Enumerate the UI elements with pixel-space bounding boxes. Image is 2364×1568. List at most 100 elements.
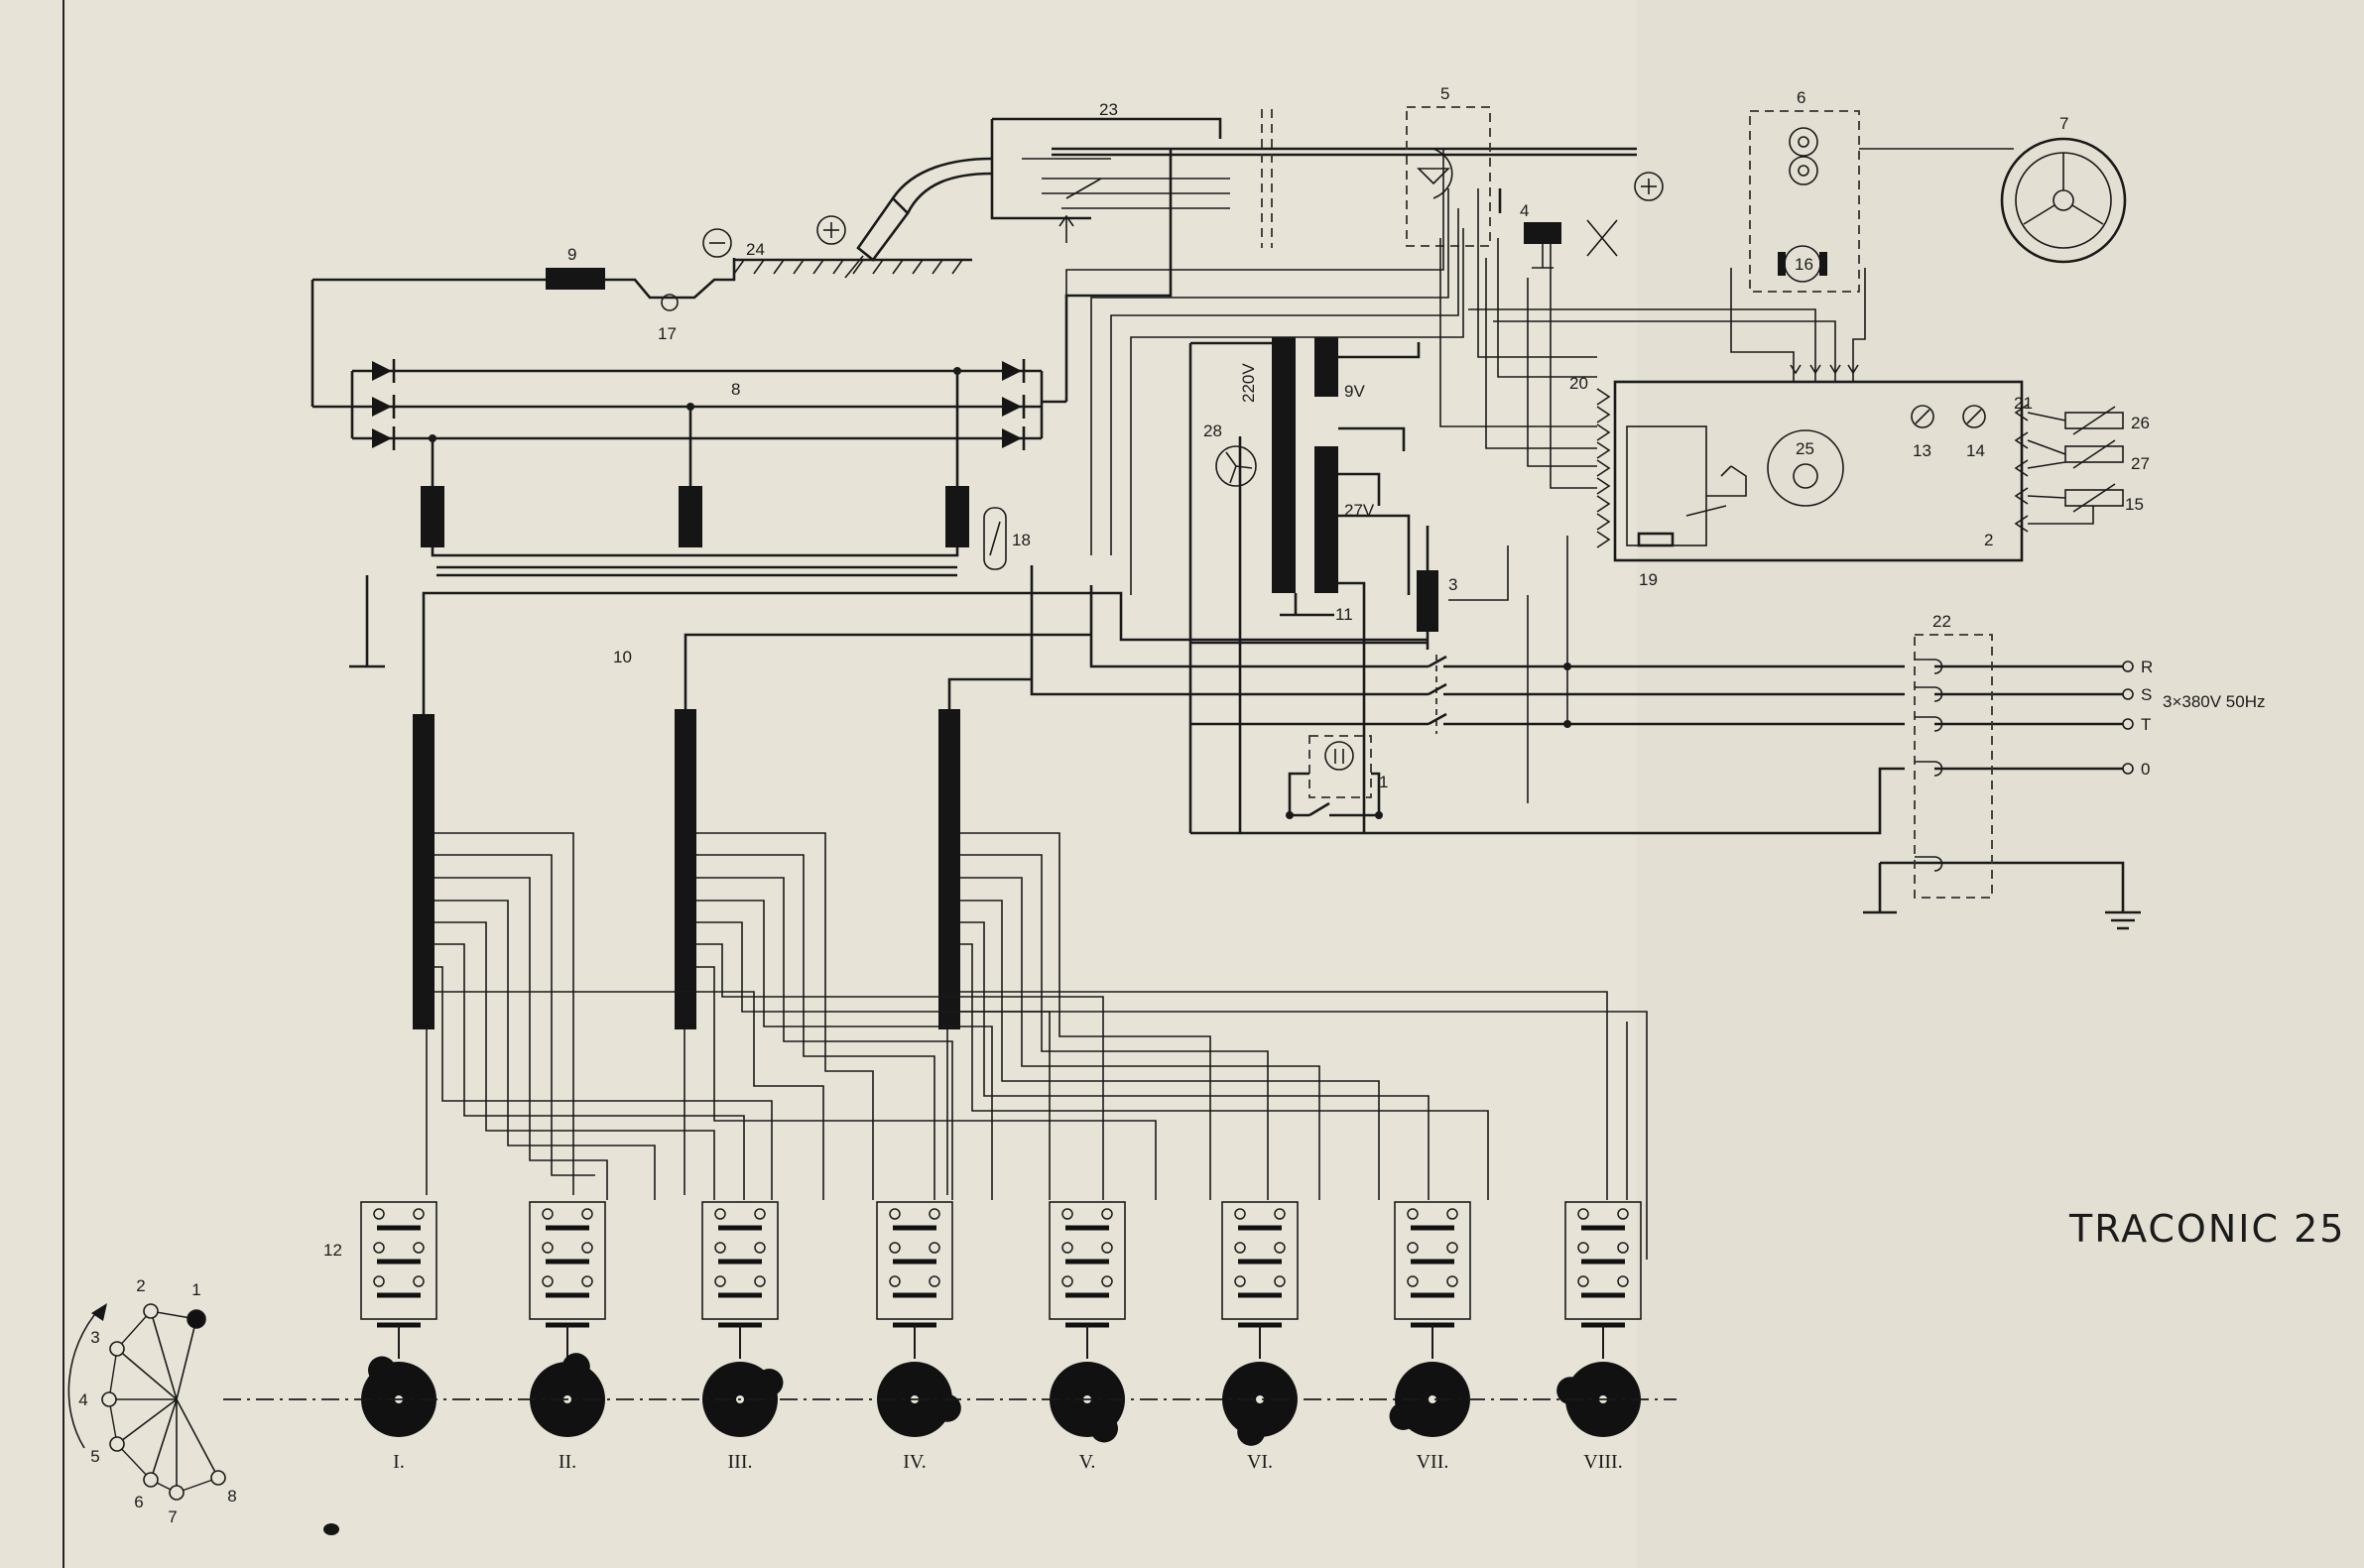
page-shadow [1637,0,2364,1568]
cam-terminal [373,1275,385,1287]
cam-lobe [933,1393,961,1422]
dial-spoke [116,1348,178,1400]
switch-1 [1286,735,1383,819]
voltage-9v: 9V [1344,382,1365,401]
trimmer-13 [1911,405,1934,428]
cam-contact-frame [1564,1201,1642,1320]
cam-contact-frame [1394,1201,1471,1320]
label-24: 24 [746,240,765,259]
cam-label-6: VI. [1247,1451,1273,1473]
valve-block-5 [1406,106,1491,247]
choke-9 [546,268,605,290]
cam-lobe [1090,1414,1118,1443]
cam-lobe [368,1356,396,1385]
cam-terminal [1101,1275,1113,1287]
label-21: 21 [2014,394,2033,413]
external-pots [2027,406,2124,525]
cam-terminal [581,1275,593,1287]
dial-position [109,1436,125,1452]
cam-terminal [542,1275,554,1287]
label-5: 5 [1440,84,1449,103]
control-wiring [1065,149,1866,803]
cam-terminal [542,1242,554,1254]
cam-terminal [373,1208,385,1220]
model-title: TRACONIC 25 [2068,1207,2345,1251]
voltage-220v: 220V [1239,363,1258,403]
label-7: 7 [2059,114,2068,133]
label-2: 2 [1984,531,1993,549]
cam-lobe [1237,1417,1266,1446]
label-4: 4 [1520,201,1529,220]
cam-terminal [413,1208,425,1220]
dial-position [109,1341,125,1357]
cam-contact-frame [1049,1201,1126,1320]
dial-position-label: 5 [90,1447,99,1466]
dial-spoke [176,1398,219,1479]
supply-plus-symbol [1634,172,1664,201]
cam-contact-frame [701,1201,779,1320]
label-26: 26 [2131,414,2150,432]
label-23: 23 [1099,100,1118,119]
control-transformer-11 [1188,337,1421,833]
dial-position [101,1391,117,1407]
cam-lobe [561,1353,590,1382]
label-25: 25 [1796,439,1814,458]
cam-terminal [581,1242,593,1254]
label-28: 28 [1203,422,1222,440]
dial-position-label: 8 [227,1487,236,1506]
tap-wiring [426,832,1648,1260]
cam-switch-row: I.II.III.IV.V.VI.VII.VIII. [360,1201,1642,1473]
work-minus-symbol [702,228,732,258]
dial-rim [108,1310,219,1494]
label-20: 20 [1569,374,1588,393]
relay-3 [1417,526,1438,650]
label-6: 6 [1797,88,1805,107]
label-16: 16 [1795,255,1813,274]
cam-terminal [1617,1275,1629,1287]
gas-valve-4 [1498,188,1618,269]
cam-terminal [1617,1208,1629,1220]
cam-contact-frame [529,1201,606,1320]
pcb-connector-21 [2014,404,2029,533]
cam-terminal [413,1275,425,1287]
cam-terminal [1446,1242,1458,1254]
cam-terminal [1617,1242,1629,1254]
cam-terminal [889,1275,901,1287]
phase-0: 0 [2141,760,2150,779]
cam-terminal [1407,1275,1419,1287]
label-8: 8 [731,380,740,399]
work-lead [312,258,736,300]
pcb-connector-20 [1596,388,1611,548]
cam-label-4: IV. [903,1451,927,1473]
welding-torch [844,109,1637,279]
cam-terminal [1061,1275,1073,1287]
supply-rating: 3×380V 50Hz [2163,692,2266,711]
fan-28 [1215,445,1257,487]
cam-label-1: I. [393,1451,405,1473]
dial-spoke [116,1398,178,1445]
valve-symbol [1417,168,1450,185]
trimmer-14 [1962,405,1986,428]
rectifier-8 [311,149,1173,450]
dial-position-label: 3 [90,1328,99,1347]
cam-terminal [1274,1242,1286,1254]
phase-r: R [2141,658,2153,676]
pcb-relay-19 [1626,425,1747,547]
control-board-2 [1613,380,2024,562]
cam-terminal [542,1208,554,1220]
label-22: 22 [1932,612,1951,631]
cam-terminal [1234,1208,1246,1220]
feed-motor-16 [1778,245,1827,283]
cam-terminal [754,1242,766,1254]
cam-label-8: VIII. [1583,1451,1622,1473]
cam-terminal [1061,1208,1073,1220]
cam-contact-frame [360,1201,437,1320]
phase-t: T [2141,715,2151,734]
cam-terminal [714,1208,726,1220]
cam-terminal [1446,1275,1458,1287]
page-mark [323,1523,339,1535]
cam-label-3: III. [728,1451,753,1473]
thermostat-18 [983,507,1007,570]
label-18: 18 [1012,531,1031,549]
workpiece-hatch [733,259,963,275]
